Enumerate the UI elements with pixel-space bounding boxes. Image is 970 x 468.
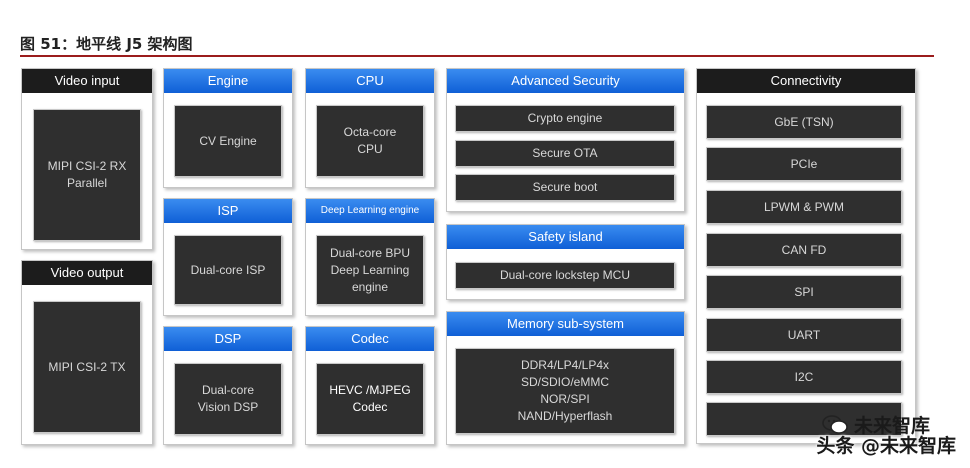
watermark-bottom: 头条 @未来智库	[816, 431, 956, 458]
block-cv-engine: CV Engine	[174, 105, 282, 177]
panel-engine: Engine CV Engine	[163, 68, 293, 188]
panel-header: DSP	[164, 327, 292, 351]
panel-header: Connectivity	[697, 69, 915, 93]
panel-header: ISP	[164, 199, 292, 223]
wechat-icon	[822, 414, 848, 434]
panel-header: Advanced Security	[447, 69, 684, 93]
block-dual-core-bpu: Dual-core BPU Deep Learning engine	[316, 235, 424, 305]
panel-deep-learning: Deep Learning engine Dual-core BPU Deep …	[305, 198, 435, 316]
panel-dsp: DSP Dual-core Vision DSP	[163, 326, 293, 445]
watermark-top-text: 未来智库	[853, 415, 930, 437]
block-vision-dsp: Dual-core Vision DSP	[174, 363, 282, 435]
panel-connectivity: Connectivity GbE (TSN) PCIe LPWM & PWM C…	[696, 68, 916, 444]
block-mipi-csi-tx: MIPI CSI-2 TX	[33, 301, 141, 433]
block-can-fd: CAN FD	[706, 233, 902, 267]
block-hevc-codec: HEVC /MJPEG Codec	[316, 363, 424, 435]
block-connectivity-extra	[706, 402, 902, 436]
watermark-bottom-text: 头条 @未来智库	[816, 435, 956, 457]
figure-title: 图 51：地平线 J5 架构图	[20, 35, 193, 53]
block-crypto-engine: Crypto engine	[455, 105, 675, 132]
panel-header: Safety island	[447, 225, 684, 249]
panel-advanced-security: Advanced Security Crypto engine Secure O…	[446, 68, 685, 212]
panel-header: Video output	[22, 261, 152, 285]
panel-header: Video input	[22, 69, 152, 93]
block-gbe-tsn: GbE (TSN)	[706, 105, 902, 139]
panel-header: CPU	[306, 69, 434, 93]
panel-codec: Codec HEVC /MJPEG Codec	[305, 326, 435, 445]
panel-cpu: CPU Octa-core CPU	[305, 68, 435, 188]
panel-header: Memory sub-system	[447, 312, 684, 336]
watermark-top: 未来智库	[822, 411, 930, 438]
block-i2c: I2C	[706, 360, 902, 394]
panel-header: Deep Learning engine	[306, 199, 434, 223]
block-uart: UART	[706, 318, 902, 352]
panel-video-output: Video output MIPI CSI-2 TX	[21, 260, 153, 445]
panel-video-input: Video input MIPI CSI-2 RX Parallel	[21, 68, 153, 250]
block-secure-boot: Secure boot	[455, 174, 675, 201]
panel-header: Codec	[306, 327, 434, 351]
block-memory-types: DDR4/LP4/LP4x SD/SDIO/eMMC NOR/SPI NAND/…	[455, 348, 675, 434]
panel-header: Engine	[164, 69, 292, 93]
block-octa-core-cpu: Octa-core CPU	[316, 105, 424, 177]
block-lockstep-mcu: Dual-core lockstep MCU	[455, 262, 675, 289]
block-pcie: PCIe	[706, 147, 902, 181]
block-dual-core-isp: Dual-core ISP	[174, 235, 282, 305]
block-lpwm-pwm: LPWM & PWM	[706, 190, 902, 224]
panel-memory: Memory sub-system DDR4/LP4/LP4x SD/SDIO/…	[446, 311, 685, 445]
title-rule	[20, 55, 934, 57]
block-mipi-csi-rx: MIPI CSI-2 RX Parallel	[33, 109, 141, 241]
block-spi: SPI	[706, 275, 902, 309]
panel-isp: ISP Dual-core ISP	[163, 198, 293, 316]
panel-safety-island: Safety island Dual-core lockstep MCU	[446, 224, 685, 300]
block-secure-ota: Secure OTA	[455, 140, 675, 167]
